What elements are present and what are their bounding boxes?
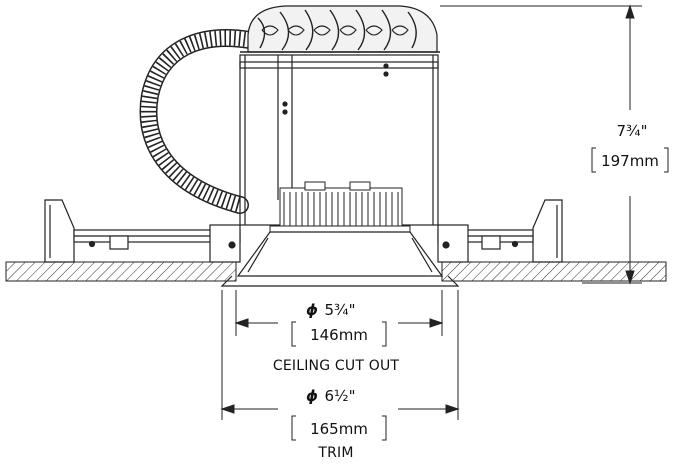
ceiling-left [5,261,237,282]
heat-sink [240,5,440,53]
height-imperial: 7¾" [617,122,648,140]
trim-label: TRIM [317,445,353,461]
trim-metric: 165mm [310,420,368,438]
cutout-dimension-lines [234,290,444,347]
trim-reflector [220,231,460,287]
led-module [269,181,411,235]
cutout-imperial: 5¾" [325,301,356,319]
flexible-conduit [139,29,259,214]
trim-imperial: 6½" [325,387,356,405]
height-dimension-lines [440,4,669,285]
trim-dimension-lines [220,290,460,441]
diameter-symbol-cutout: ϕ [306,301,318,319]
mounting-bracket-left [44,199,241,263]
height-metric: 197mm [601,152,659,170]
cutout-label: CEILING CUT OUT [273,358,400,374]
diameter-symbol-trim: ϕ [306,387,318,405]
cutout-metric: 146mm [310,326,368,344]
mounting-bracket-right [437,199,563,263]
